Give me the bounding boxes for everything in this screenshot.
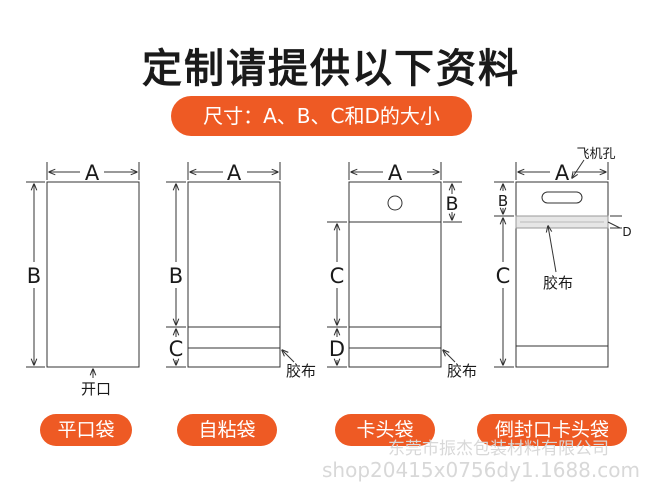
flat-bag-label: 平口袋 xyxy=(40,414,132,446)
flat-bag-diagram xyxy=(26,162,140,378)
dim-b-label: B xyxy=(169,264,183,288)
dim-a-label: A xyxy=(227,161,242,185)
shop-url-watermark: shop20415x0756dy1.1688.com xyxy=(322,458,640,482)
page-title: 定制请提供以下资料 xyxy=(142,46,520,92)
size-instruction-banner: 尺寸：A、B、C和D的大小 xyxy=(171,96,472,136)
hang-hole-label: 飞机孔 xyxy=(576,147,615,162)
dim-d-label: D xyxy=(329,337,345,361)
dim-b-label: B xyxy=(27,264,41,288)
self-seal-bag-label: 自粘袋 xyxy=(177,414,277,446)
reverse-seal-header-bag-diagram xyxy=(494,159,622,368)
dim-c-label: C xyxy=(169,337,184,361)
dim-d-label: D xyxy=(622,225,631,239)
header-bag-label: 卡头袋 xyxy=(335,414,435,446)
dim-c-label: C xyxy=(496,264,511,288)
tape-label: 胶布 xyxy=(286,362,316,380)
dim-b-label: B xyxy=(445,193,458,215)
company-watermark: 东莞市振杰包装材料有限公司 xyxy=(388,439,609,459)
opening-label: 开口 xyxy=(81,380,111,398)
dim-b-label: B xyxy=(498,192,508,210)
dim-a-label: A xyxy=(85,161,100,185)
dim-c-label: C xyxy=(330,264,345,288)
reverse-seal-header-bag-label: 倒封口卡头袋 xyxy=(477,414,627,446)
tape-label: 胶布 xyxy=(447,362,477,380)
dim-a-label: A xyxy=(388,161,403,185)
dim-a-label: A xyxy=(555,161,570,185)
tape-label: 胶布 xyxy=(543,274,573,292)
header-bag-diagram xyxy=(327,162,462,368)
self-seal-bag-diagram xyxy=(166,162,295,368)
